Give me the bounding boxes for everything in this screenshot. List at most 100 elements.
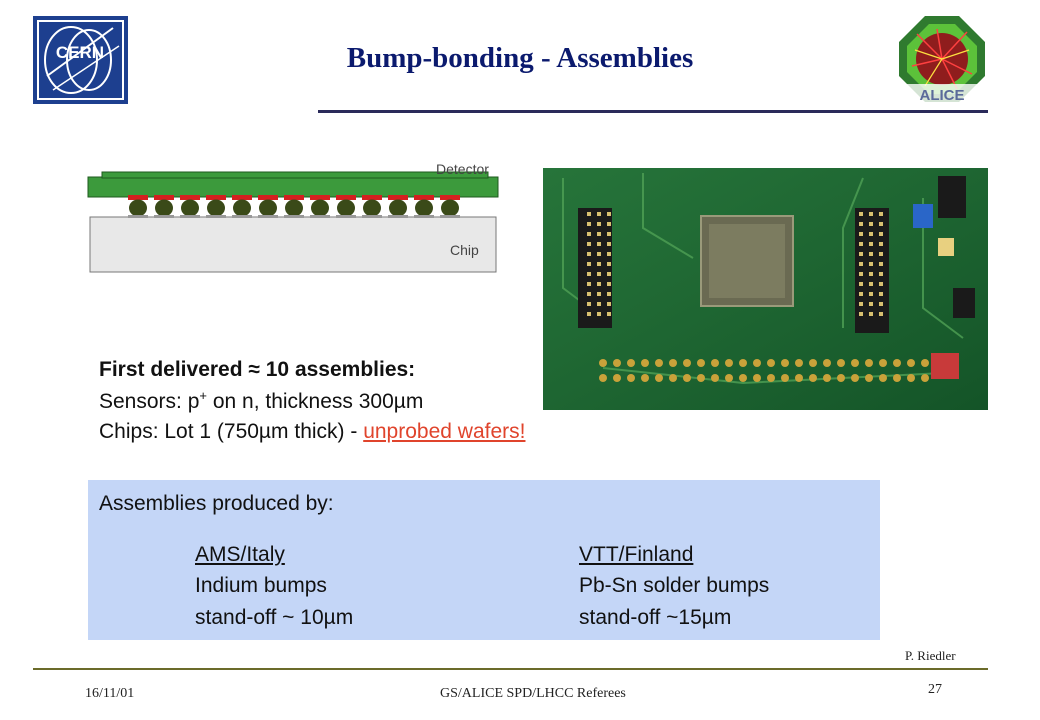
ams-bumps-text: Indium bumps <box>195 574 327 597</box>
header-pin <box>597 232 601 236</box>
header-pin <box>607 262 611 266</box>
header-pin <box>587 232 591 236</box>
chip-pad <box>388 215 408 218</box>
test-pad <box>907 359 915 367</box>
header-pin <box>869 302 873 306</box>
header-pin <box>859 292 863 296</box>
header-pin <box>597 292 601 296</box>
ams-italy-link[interactable]: AMS/Italy <box>195 543 285 566</box>
chip-body <box>89 216 497 273</box>
test-pad <box>837 359 845 367</box>
header-pin <box>607 272 611 276</box>
solder-bump <box>415 199 433 217</box>
vtt-standoff-text: stand-off ~15µm <box>579 606 732 629</box>
header-pin <box>587 302 591 306</box>
chip-pad <box>284 215 304 218</box>
header-pin <box>587 282 591 286</box>
unprobed-wafers-link[interactable]: unprobed wafers! <box>363 420 526 443</box>
chips-line: Chips: Lot 1 (750µm thick) - unprobed wa… <box>99 420 525 444</box>
ams-standoff-text: stand-off ~ 10µm <box>195 606 354 629</box>
test-pad <box>753 374 761 382</box>
solder-bump <box>129 199 147 217</box>
alice-logo-text: ALICE <box>920 87 965 104</box>
detector-body <box>87 176 499 198</box>
test-pad <box>613 359 621 367</box>
test-pad <box>697 374 705 382</box>
header-pin <box>859 232 863 236</box>
detector-pad <box>258 195 278 200</box>
test-pad <box>711 359 719 367</box>
header-pin <box>597 282 601 286</box>
alice-logo: ALICE <box>897 14 987 106</box>
header-pin <box>607 292 611 296</box>
test-pad <box>851 374 859 382</box>
header-pin <box>869 272 873 276</box>
header-pin <box>859 272 863 276</box>
header-pin <box>607 232 611 236</box>
solder-bump <box>311 199 329 217</box>
test-pad <box>795 359 803 367</box>
solder-bump <box>233 199 251 217</box>
test-pad <box>669 374 677 382</box>
detector-pad <box>232 195 252 200</box>
test-pad <box>613 374 621 382</box>
header-pin <box>879 262 883 266</box>
vtt-finland-link[interactable]: VTT/Finland <box>579 543 694 566</box>
header-pin <box>879 242 883 246</box>
detector-pad <box>414 195 434 200</box>
detector-pad <box>336 195 356 200</box>
chip-pad <box>336 215 356 218</box>
assembly-photo <box>543 168 988 410</box>
chip-pad <box>154 215 174 218</box>
assemblies-heading: Assemblies produced by: <box>99 492 334 515</box>
header-pin <box>597 262 601 266</box>
header-pin <box>607 282 611 286</box>
test-pad <box>767 359 775 367</box>
header-pin <box>607 212 611 216</box>
header-pin <box>597 312 601 316</box>
header-pin <box>597 222 601 226</box>
solder-bump <box>259 199 277 217</box>
test-pad <box>795 374 803 382</box>
detector-top-layer <box>101 171 489 179</box>
footer-divider <box>33 668 988 670</box>
test-pad <box>627 374 635 382</box>
test-pad <box>669 359 677 367</box>
header-pin <box>859 302 863 306</box>
first-delivered-line: First delivered ≈ 10 assemblies: <box>99 358 416 381</box>
header-pin <box>869 222 873 226</box>
test-pad <box>893 359 901 367</box>
sensors-suffix: on n, thickness 300µm <box>206 390 424 413</box>
test-pad <box>655 374 663 382</box>
test-pad <box>865 359 873 367</box>
chip-pad <box>362 215 382 218</box>
header-pin <box>869 282 873 286</box>
header-pin <box>607 222 611 226</box>
author-credit: P. Riedler <box>905 648 956 663</box>
detector-pad <box>206 195 226 200</box>
header-pin <box>879 292 883 296</box>
header-pin <box>879 272 883 276</box>
test-pad <box>753 359 761 367</box>
header-pin <box>879 252 883 256</box>
page-number: 27 <box>928 682 942 697</box>
test-pad <box>641 374 649 382</box>
header-pin <box>879 232 883 236</box>
chip-pad <box>440 215 460 218</box>
header-pin <box>587 312 591 316</box>
sensors-line: Sensors: p+ on n, thickness 300µm <box>99 388 423 414</box>
header-pin <box>879 212 883 216</box>
header-pin <box>869 232 873 236</box>
chip-pad <box>232 215 252 218</box>
test-pad <box>739 359 747 367</box>
header-pin <box>587 262 591 266</box>
title-divider <box>318 110 988 113</box>
detector-pad <box>128 195 148 200</box>
header-pin <box>859 282 863 286</box>
test-pad <box>781 359 789 367</box>
chip-pad <box>258 215 278 218</box>
solder-bump <box>441 199 459 217</box>
cern-logo-text: CERN <box>56 43 104 62</box>
test-pad <box>879 374 887 382</box>
header-pin <box>587 242 591 246</box>
